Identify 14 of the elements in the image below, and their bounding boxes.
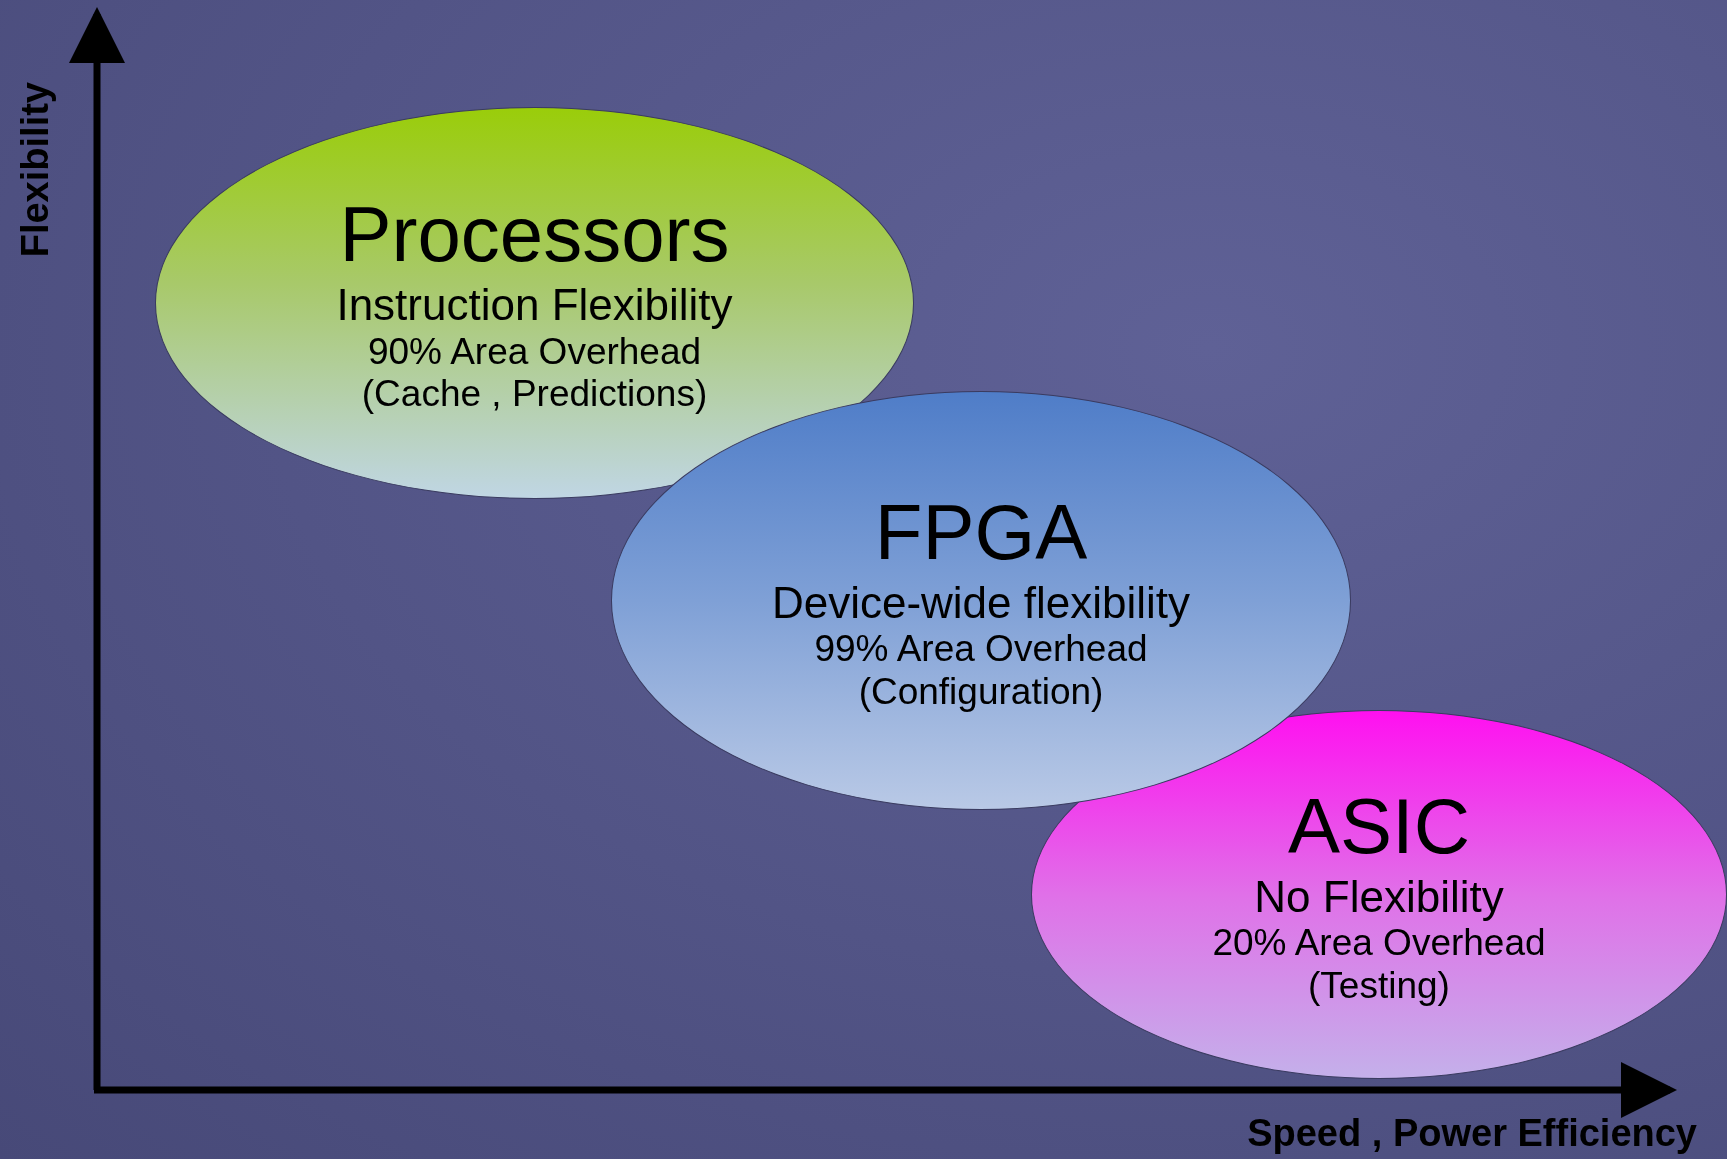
heading: FPGA [874, 487, 1088, 578]
note-text: (Cache , Predictions) [361, 373, 708, 416]
subtitle: No Flexibility [1254, 871, 1504, 923]
subtitle: Instruction Flexibility [336, 280, 733, 331]
overhead-text: 99% Area Overhead [814, 628, 1148, 671]
overhead-text: 90% Area Overhead [367, 330, 702, 374]
note-text: (Testing) [1308, 964, 1450, 1008]
axis-label: Flexibility [14, 82, 57, 258]
note-text: (Configuration) [858, 670, 1104, 714]
overhead-text: 20% Area Overhead [1212, 922, 1546, 965]
axis-label: Speed , Power Efficiency [1247, 1112, 1697, 1155]
heading: ASIC [1287, 781, 1471, 872]
heading: Processors [339, 190, 730, 280]
subtitle: Device-wide flexibility [771, 577, 1191, 629]
